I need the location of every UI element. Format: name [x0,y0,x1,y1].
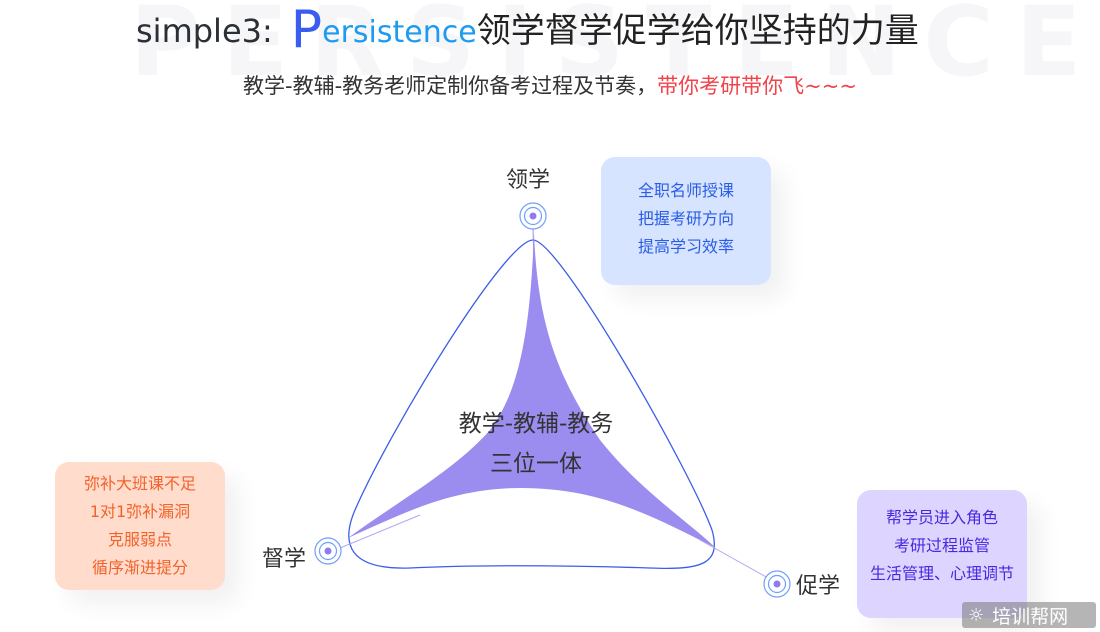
sun-face-icon: ☼ [968,604,985,626]
subtitle-highlight: 带你考研带你飞~~~ [657,74,857,98]
info-box-cuxue: 帮学员进入角色 考研过程监管 生活管理、心理调节 [857,490,1027,618]
logo-text: 培训帮网 [992,605,1069,628]
box-line: 1对1弥补漏洞 [89,502,191,521]
outer-rounded-triangle [348,239,715,570]
target-icon-left [314,537,342,565]
center-text: 教学-教辅-教务 三位一体 [436,404,636,484]
box-line: 弥补大班课不足 [83,474,196,493]
title-prefix: simple3: [136,12,273,50]
center-text-line1: 教学-教辅-教务 [458,411,614,437]
target-icon-right [763,570,791,598]
box-line: 全职名师授课 [637,181,734,200]
box-line: 把握考研方向 [637,209,734,228]
connector-top [532,227,536,301]
site-logo: ☼ 培训帮网 [962,602,1096,628]
page-title: simple3: P ersistence 领学督学促学给你坚持的力量 [136,0,919,56]
box-line: 循序渐进提分 [91,558,188,577]
background-watermark: PERSISTENCE [130,0,1100,98]
title-big-letter: P [290,0,323,60]
title-chinese: 领学督学促学给你坚持的力量 [476,11,919,51]
box-line: 帮学员进入角色 [885,508,998,527]
inner-concave-triangle [348,234,716,548]
subtitle-main: 教学-教辅-教务老师定制你备考过程及节奏， [243,74,658,98]
box-line: 克服弱点 [107,530,172,549]
connector-right [699,539,769,579]
connector-left [339,514,421,549]
info-box-lingxue: 全职名师授课 把握考研方向 提高学习效率 [601,157,771,285]
title-english: ersistence [322,15,477,50]
node-label-duxue: 督学 [262,547,307,572]
target-icon-top [519,202,547,230]
box-line: 生活管理、心理调节 [869,564,1014,583]
info-box-duxue: 弥补大班课不足 1对1弥补漏洞 克服弱点 循序渐进提分 [55,462,225,590]
subtitle: 教学-教辅-教务老师定制你备考过程及节奏，带你考研带你飞~~~ [0,70,1100,100]
node-label-lingxue: 领学 [506,168,551,193]
box-line: 考研过程监管 [893,536,990,555]
node-label-cuxue: 促学 [796,574,841,599]
box-line: 提高学习效率 [637,237,734,256]
center-text-line2: 三位一体 [490,451,582,477]
